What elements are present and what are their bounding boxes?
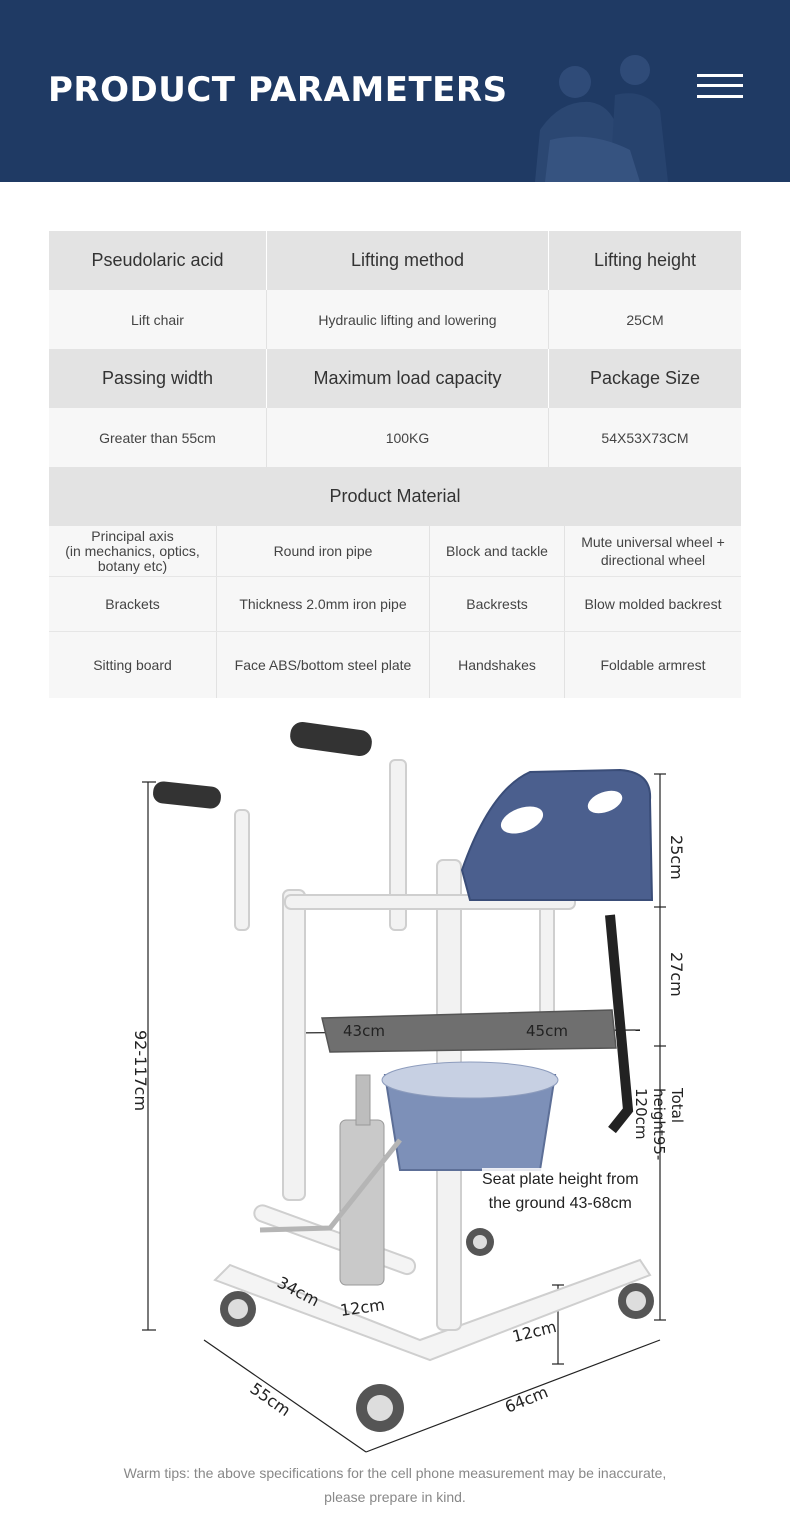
value-cell: Brackets bbox=[49, 577, 217, 631]
caregiver-illustration bbox=[535, 55, 668, 182]
page-title: PRODUCT PARAMETERS bbox=[48, 70, 508, 110]
page-header: PRODUCT PARAMETERS bbox=[0, 0, 790, 182]
dimension-label-backrest: 25cm bbox=[667, 835, 686, 880]
value-cell: Thickness 2.0mm iron pipe bbox=[217, 577, 430, 631]
dimension-label-seat-left: 43cm bbox=[343, 1022, 385, 1040]
table-row: Greater than 55cm 100KG 54X53X73CM bbox=[49, 408, 741, 467]
header-cell: Package Size bbox=[589, 368, 701, 388]
table-row: Principal axis (in mechanics, optics, bo… bbox=[49, 526, 741, 576]
material-table: Product Material Principal axis (in mech… bbox=[49, 467, 741, 698]
value-cell: Mute universal wheel + directional wheel bbox=[581, 534, 725, 568]
header-cell: Pseudolaric acid bbox=[49, 231, 267, 290]
row-divider bbox=[49, 576, 741, 577]
value-cell: Handshakes bbox=[430, 632, 565, 698]
table-row: Brackets Thickness 2.0mm iron pipe Backr… bbox=[49, 577, 741, 631]
header-cell: Lifting height bbox=[593, 250, 697, 270]
header-cell: Lifting method bbox=[267, 231, 549, 290]
table-header-row: Pseudolaric acid Lifting method Lifting … bbox=[49, 231, 741, 290]
value-cell: Backrests bbox=[430, 577, 565, 631]
dimension-label-total-height: Total height95-120cm bbox=[632, 1088, 686, 1161]
material-title: Product Material bbox=[329, 486, 461, 506]
wheel-icon bbox=[220, 1228, 654, 1432]
seat-height-note: Seat plate height from the ground 43-68c… bbox=[482, 1168, 639, 1216]
value-cell: Principal axis (in mechanics, optics, bo… bbox=[49, 526, 217, 576]
parameters-table: Pseudolaric acid Lifting method Lifting … bbox=[49, 231, 741, 467]
value-cell: 54X53X73CM bbox=[601, 429, 689, 446]
lift-chair-diagram bbox=[142, 721, 666, 1453]
value-cell: Round iron pipe bbox=[217, 526, 430, 576]
header-cell: Passing width bbox=[49, 349, 267, 408]
warm-tips: Warm tips: the above specifications for … bbox=[0, 1461, 790, 1509]
warm-tips-line: please prepare in kind. bbox=[324, 1489, 466, 1505]
table-row: Sitting board Face ABS/bottom steel plat… bbox=[49, 632, 741, 698]
value-cell: 25CM bbox=[626, 311, 664, 328]
value-cell: 100KG bbox=[267, 408, 549, 467]
table-header-row: Passing width Maximum load capacity Pack… bbox=[49, 349, 741, 408]
value-cell: Greater than 55cm bbox=[49, 408, 267, 467]
row-divider bbox=[49, 631, 741, 632]
seat-height-note-line: the ground 43-68cm bbox=[488, 1195, 632, 1212]
table-row: Lift chair Hydraulic lifting and lowerin… bbox=[49, 290, 741, 349]
menu-icon[interactable] bbox=[697, 74, 743, 98]
value-cell: Blow molded backrest bbox=[584, 596, 722, 612]
value-cell: Block and tackle bbox=[430, 526, 565, 576]
value-cell: Lift chair bbox=[49, 290, 267, 349]
value-cell: Foldable armrest bbox=[600, 657, 706, 673]
value-cell: Face ABS/bottom steel plate bbox=[217, 632, 430, 698]
dimension-label-seat-right: 45cm bbox=[526, 1022, 568, 1040]
material-title-row: Product Material bbox=[49, 467, 741, 526]
warm-tips-line: Warm tips: the above specifications for … bbox=[123, 1465, 667, 1481]
seat-height-note-line: Seat plate height from bbox=[482, 1171, 639, 1188]
value-cell: Sitting board bbox=[49, 632, 217, 698]
value-cell: Hydraulic lifting and lowering bbox=[267, 290, 549, 349]
header-cell: Maximum load capacity bbox=[267, 349, 549, 408]
dimension-label-handle-height: 92-117cm bbox=[131, 1030, 150, 1112]
dimension-label-armrest: 27cm bbox=[667, 952, 686, 997]
